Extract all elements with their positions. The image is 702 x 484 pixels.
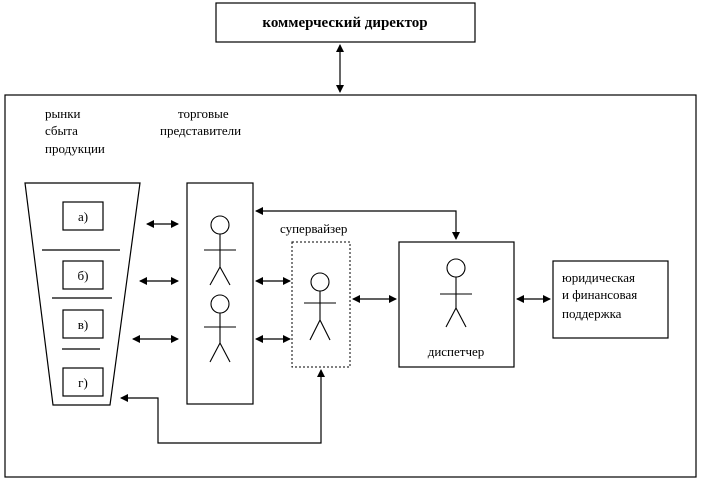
reps-heading: торговые представители	[160, 106, 241, 138]
markets-heading-line-1: рынки	[45, 106, 81, 121]
support-line-1: юридическая	[562, 270, 635, 285]
supervisor-label: супервайзер	[280, 221, 347, 236]
markets-heading-line-2: сбыта	[45, 123, 78, 138]
markets-heading-line-3: продукции	[45, 141, 105, 156]
supervisor-box	[291, 241, 351, 368]
market-segment-b: б)	[62, 260, 104, 290]
market-segment-a-label: а)	[78, 209, 88, 224]
reps-heading-line-2: представители	[160, 123, 241, 138]
reps-box	[186, 182, 254, 405]
market-segment-d-label: г)	[78, 375, 88, 390]
dispatcher-box: диспетчер	[398, 241, 515, 368]
market-segment-b-label: б)	[78, 268, 89, 283]
market-segment-c-label: в)	[78, 317, 88, 332]
market-segment-a: а)	[62, 201, 104, 231]
market-segment-c: в)	[62, 309, 104, 339]
sales-rep-figure-1	[204, 215, 236, 286]
markets-heading: рынки сбыта продукции	[45, 106, 105, 156]
support-box: юридическая и финансовая поддержка	[552, 260, 669, 339]
supervisor-figure	[304, 272, 336, 341]
market-segment-d: г)	[62, 367, 104, 397]
markets-funnel: а) б) в) г)	[24, 182, 141, 406]
supervisor-market-loop-arrow	[120, 369, 325, 444]
dispatcher-label: диспетчер	[428, 344, 485, 359]
director-box: коммерческий директор	[215, 2, 476, 43]
support-line-2: и финансовая	[562, 287, 637, 302]
dispatcher-figure	[440, 258, 472, 328]
sales-rep-figure-2	[204, 294, 236, 363]
reps-dispatcher-arrow	[255, 207, 460, 240]
director-label: коммерческий директор	[262, 15, 427, 31]
reps-heading-line-1: торговые	[178, 106, 229, 121]
support-line-3: поддержка	[562, 306, 622, 321]
